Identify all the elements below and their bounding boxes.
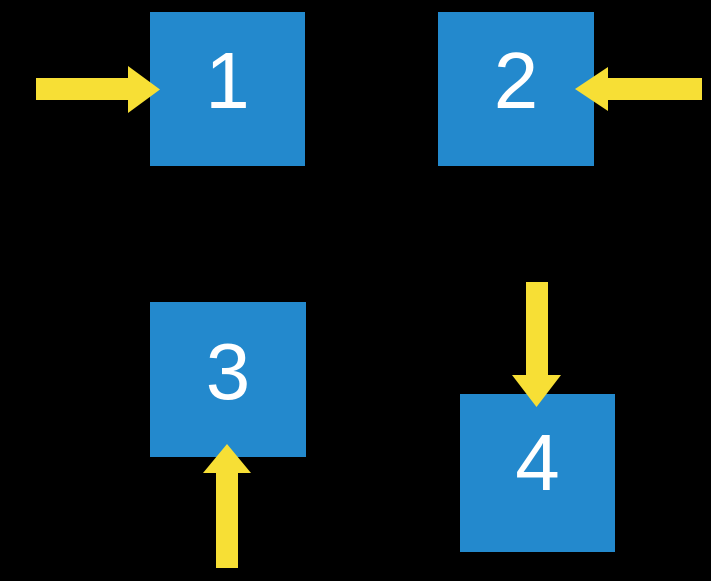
down-arrow-icon <box>512 282 561 407</box>
down-arrow-shape <box>512 282 561 407</box>
right-arrow-icon <box>36 66 160 113</box>
square-1: 1 <box>150 12 305 166</box>
right-arrow-shape <box>36 66 160 113</box>
left-arrow-shape <box>575 67 702 111</box>
square-2: 2 <box>438 12 594 166</box>
up-arrow-icon <box>203 444 251 568</box>
square-1-label: 1 <box>205 36 250 125</box>
square-4: 4 <box>460 394 615 552</box>
square-3-label: 3 <box>205 326 251 416</box>
square-2-label: 2 <box>493 36 539 125</box>
left-arrow-icon <box>575 67 702 111</box>
square-4-label: 4 <box>515 418 560 507</box>
square-3: 3 <box>150 302 306 457</box>
up-arrow-shape <box>203 444 251 568</box>
